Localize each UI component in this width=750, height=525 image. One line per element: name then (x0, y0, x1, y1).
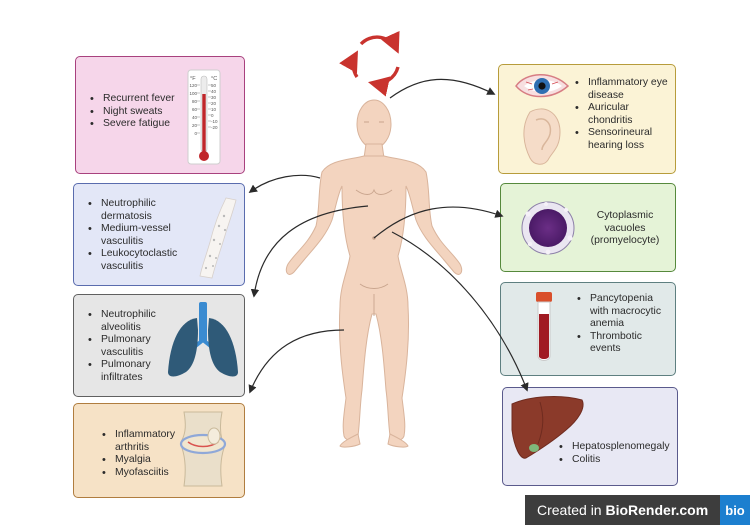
celsius-ticks: 50 40 30 20 10 0 -10 -20 (211, 83, 218, 130)
thermometer-icon (187, 69, 221, 165)
lungs-icon (168, 302, 238, 377)
list-item: Colitis (559, 454, 677, 467)
tick-label: 20 (211, 101, 217, 106)
human-body-figure (285, 99, 463, 448)
constitutional-list: Recurrent fever Night sweats Severe fati… (90, 93, 200, 131)
tick-label: 0 (194, 131, 197, 136)
list-item: Pulmonary infiltrates (88, 359, 180, 384)
liver-icon (511, 396, 584, 459)
ear-icon (523, 108, 561, 165)
list-item: Pancytopenia with macrocytic anemia (577, 293, 669, 331)
list-item: Night sweats (90, 106, 200, 119)
tick-label: -10 (211, 119, 218, 124)
tick-label: 100 (189, 91, 197, 96)
list-item: Neutrophilic dermatosis (88, 198, 198, 223)
list-item: Auricular chondritis (575, 102, 675, 127)
watermark-prefix: Created in (537, 502, 606, 518)
inflamed-eye-icon (515, 74, 570, 98)
blood-panel: Pancytopenia with macrocytic anemia Thro… (500, 282, 676, 376)
lung-list: Neutrophilic alveolitis Pulmonary vascul… (88, 309, 180, 385)
list-item: Severe fatigue (90, 118, 200, 131)
tick-label: 40 (211, 89, 217, 94)
list-item: Sensorineural hearing loss (575, 127, 675, 152)
list-item: Thrombotic events (577, 331, 669, 356)
tick-label: 30 (211, 95, 217, 100)
blood-tube-icon (536, 292, 552, 361)
list-item: Inflammatory arthritis (102, 429, 202, 454)
watermark-text: Created in BioRender.com (525, 502, 708, 518)
biorender-watermark: Created in BioRender.com bio (525, 495, 750, 525)
list-item: Hepatosplenomegaly (559, 441, 677, 454)
tick-label: 120 (189, 83, 197, 88)
eye-ear-list: Inflammatory eye disease Auricular chond… (575, 77, 675, 153)
tick-label: 10 (211, 107, 217, 112)
tick-label: 40 (192, 115, 198, 120)
skin-list: Neutrophilic dermatosis Medium-vessel va… (88, 198, 198, 274)
arm-skin-icon (199, 197, 237, 279)
promyelocyte-icon (521, 201, 575, 255)
connector-arrows (248, 78, 529, 394)
tick-label: 20 (192, 123, 198, 128)
liver-list: Hepatosplenomegaly Colitis (559, 441, 677, 466)
tick-label: 60 (192, 107, 198, 112)
watermark-name: BioRender.com (605, 502, 709, 518)
celsius-label: °C (211, 76, 217, 82)
list-item: Recurrent fever (90, 93, 200, 106)
list-item: Pulmonary vasculitis (88, 334, 180, 359)
list-item: Inflammatory eye disease (575, 77, 675, 102)
tick-label: 0 (211, 113, 214, 118)
list-item: Leukocytoclastic vasculitis (88, 248, 198, 273)
tick-label: 50 (211, 83, 217, 88)
list-item: Medium-vessel vasculitis (88, 223, 198, 248)
cell-caption: Cytoplasmic vacuoles (promyelocyte) (590, 210, 660, 247)
blood-list: Pancytopenia with macrocytic anemia Thro… (577, 293, 669, 356)
tick-label: 80 (192, 99, 198, 104)
recurrence-icon (339, 30, 400, 97)
fahrenheit-ticks: 120 100 80 60 40 20 0 (189, 83, 197, 136)
body-details (355, 121, 393, 316)
biorender-logo: bio (720, 495, 750, 525)
fahrenheit-label: °F (190, 76, 196, 82)
joint-list: Inflammatory arthritis Myalgia Myofascii… (102, 429, 202, 479)
list-item: Myalgia (102, 454, 202, 467)
tick-label: -20 (211, 125, 218, 130)
list-item: Myofasciitis (102, 467, 202, 480)
knee-joint-icon (179, 411, 227, 487)
list-item: Neutrophilic alveolitis (88, 309, 180, 334)
